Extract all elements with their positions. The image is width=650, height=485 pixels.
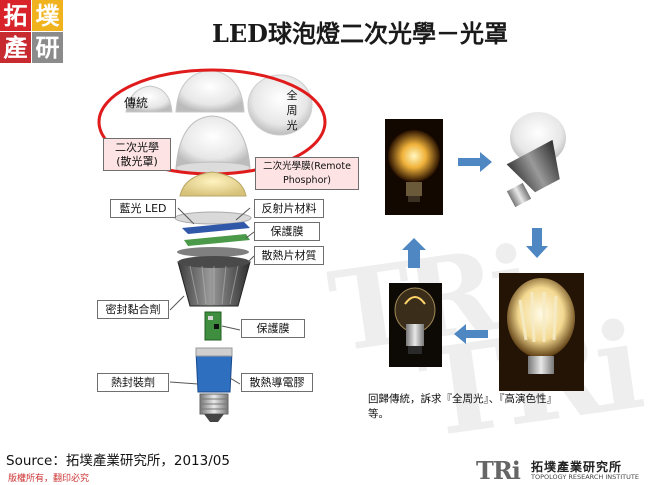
photo-led-bulb bbox=[506, 112, 566, 208]
label-omni-char: 光 bbox=[286, 119, 298, 132]
tri-logo: TRi 拓墣產業研究所 TOPOLOGY RESEARCH INSTITUTE bbox=[476, 456, 646, 485]
tri-english-name: TOPOLOGY RESEARCH INSTITUTE bbox=[531, 473, 639, 481]
label-omni-char: 周 bbox=[286, 104, 298, 117]
label-omni-char: 全 bbox=[286, 89, 298, 102]
label-traditional: 傳統 bbox=[124, 96, 149, 110]
logo-char: 墣 bbox=[32, 0, 63, 31]
label-protective-film-1: 保護膜 bbox=[254, 222, 320, 241]
company-logo: 拓 墣 產 研 bbox=[0, 0, 64, 64]
label-omni: 全 周 光 bbox=[285, 88, 299, 133]
flow-arrows bbox=[402, 152, 548, 344]
thermal-glue-part bbox=[195, 351, 233, 393]
label-heat-seal: 熱封裝劑 bbox=[97, 373, 169, 392]
photo-glass-led bbox=[389, 283, 442, 367]
diffuser-dome bbox=[175, 115, 251, 169]
tri-mark: TRi bbox=[476, 456, 521, 485]
page-title: LED球泡燈二次光學－光罩 bbox=[212, 19, 508, 48]
label-remote-phosphor: 二次光學膜(Remote Phosphor) bbox=[255, 157, 359, 190]
logo-char: 拓 bbox=[0, 0, 31, 31]
logo-char: 研 bbox=[32, 32, 63, 63]
label-secondary-optics: 二次光學 (散光罩) bbox=[103, 138, 171, 171]
tri-chinese-name: 拓墣產業研究所 bbox=[531, 460, 623, 474]
source-text: Source：拓墣產業研究所，2013/05 bbox=[6, 453, 230, 469]
remote-phosphor-dome bbox=[179, 171, 247, 197]
label-thermal-glue: 散熱導電膠 bbox=[241, 373, 313, 392]
label-protective-film-2: 保護膜 bbox=[241, 319, 305, 338]
photo-filament-led bbox=[499, 273, 584, 391]
photo-incandescent-glow bbox=[385, 119, 443, 215]
label-blue-led: 藍光 LED bbox=[110, 199, 176, 218]
dome-small-left bbox=[125, 85, 173, 113]
label-reflector: 反射片材料 bbox=[254, 199, 324, 218]
dome-traditional bbox=[175, 69, 245, 113]
dome-omni bbox=[247, 74, 313, 136]
copyright-text: 版權所有，翻印必究 bbox=[8, 474, 90, 484]
label-heatsink-material: 散熱片材質 bbox=[254, 246, 324, 265]
caption: 回歸傳統，訴求『全周光』、『高演色性』等。 bbox=[368, 393, 557, 420]
label-sealant: 密封黏合劑 bbox=[97, 300, 169, 319]
logo-char: 產 bbox=[0, 32, 31, 63]
